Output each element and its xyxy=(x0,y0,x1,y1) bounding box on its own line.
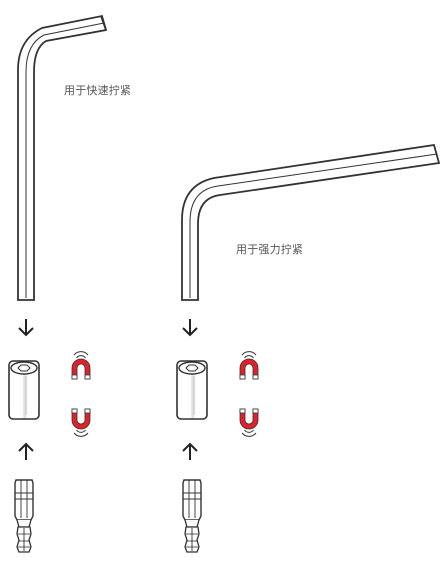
magnet-icon xyxy=(240,409,258,436)
label-quick-tightening: 用于快速拧紧 xyxy=(64,84,132,97)
label-strong-tightening: 用于强力拧紧 xyxy=(236,243,304,256)
arrow-up-icon xyxy=(183,444,197,460)
socket-adapter-icon xyxy=(8,360,40,420)
magnet-icon xyxy=(71,351,91,380)
torx-bit-icon xyxy=(182,479,202,553)
arrow-up-icon xyxy=(19,444,33,460)
socket-adapter-icon xyxy=(176,360,208,420)
hex-key-icon xyxy=(17,14,108,301)
magnet-icon xyxy=(72,409,90,436)
arrow-down-icon xyxy=(18,318,34,336)
torx-bit-icon xyxy=(14,479,34,553)
arrow-down-icon xyxy=(182,318,198,336)
magnet-icon xyxy=(239,351,259,380)
hex-key-icon xyxy=(181,143,441,301)
